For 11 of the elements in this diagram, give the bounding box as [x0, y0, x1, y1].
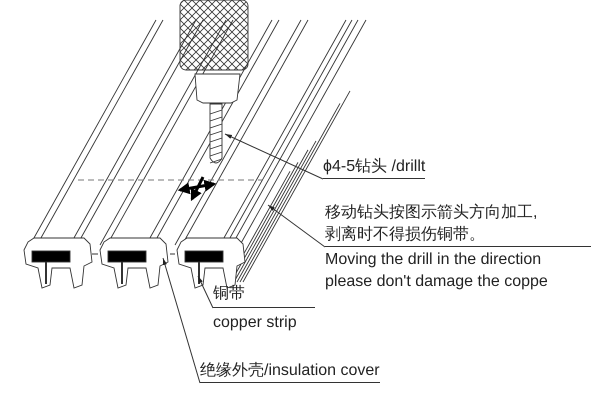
instruction-text: please don't damage the coppe	[325, 272, 549, 292]
part-label: copper strip	[213, 313, 298, 333]
leader-line	[198, 276, 214, 308]
leader-line	[224, 134, 324, 180]
part-label: 绝缘外壳/insulation cover	[200, 360, 380, 383]
instruction-text: 移动钻头按图示箭头方向加工,剥离时不得损伤铜带。	[325, 202, 591, 247]
leader-line	[268, 204, 326, 248]
part-label: 铜带	[213, 283, 315, 308]
part-label: ϕ4-5钻头 /drillt	[323, 156, 426, 179]
leader-line	[162, 258, 200, 384]
instruction-text: Moving the drill in the direction	[325, 250, 542, 270]
